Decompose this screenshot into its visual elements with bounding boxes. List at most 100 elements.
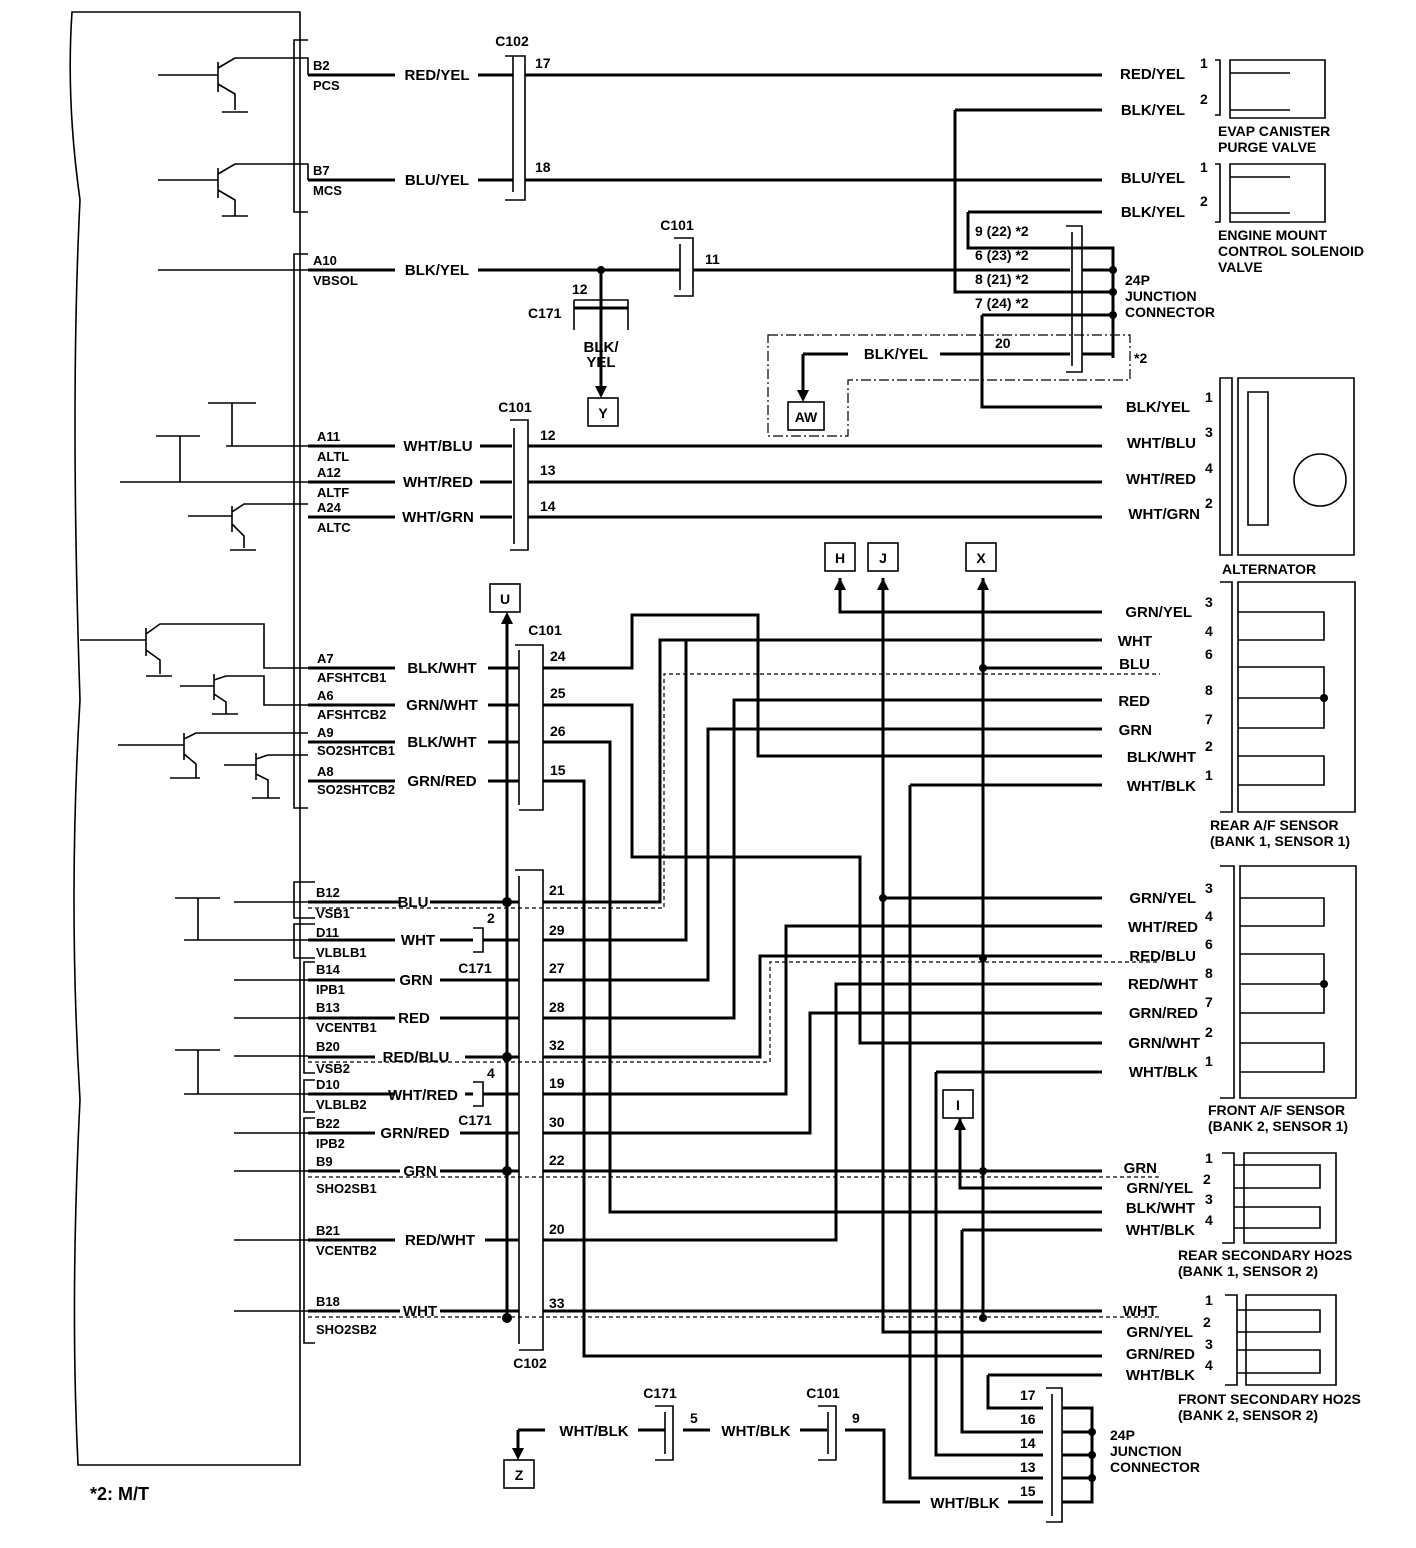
svg-text:1: 1 [1200,55,1208,71]
svg-text:7 (24) *2: 7 (24) *2 [975,295,1029,311]
svg-text:29: 29 [549,922,565,938]
ecm-pin: A6 [317,688,334,703]
svg-text:2: 2 [1200,91,1208,107]
ecm-pin: A9 [317,725,334,740]
svg-text:9 (22) *2: 9 (22) *2 [975,223,1029,239]
svg-text:GRN/YEL: GRN/YEL [1126,1180,1193,1197]
svg-text:REAR SECONDARY HO2S: REAR SECONDARY HO2S [1178,1247,1352,1263]
off-page-h[interactable]: H [835,550,845,566]
svg-text:8: 8 [1205,965,1213,981]
svg-text:3: 3 [1205,1336,1213,1352]
svg-text:20: 20 [995,335,1011,351]
ecm-wire-labels: RED/YEL BLU/YEL BLK/YEL WHT/BLU WHT/RED … [380,67,477,1320]
svg-text:BLK/YEL: BLK/YEL [1121,102,1185,119]
off-page-x[interactable]: X [976,550,986,566]
ecm-outline [69,11,301,1466]
svg-text:BLK/YEL: BLK/YEL [1121,204,1185,221]
off-page-i[interactable]: I [956,1097,960,1113]
svg-text:GRN/WHT: GRN/WHT [1128,1035,1200,1052]
svg-text:GRN/RED: GRN/RED [1129,1005,1198,1022]
engine-mount-control-solenoid-valve: BLU/YEL 1 BLK/YEL 2 ENGINE MOUNT CONTROL… [1121,159,1364,275]
svg-text:WHT/BLK: WHT/BLK [559,1423,628,1440]
svg-text:4: 4 [1205,908,1213,924]
svg-text:FRONT SECONDARY HO2S: FRONT SECONDARY HO2S [1178,1391,1361,1407]
svg-text:GRN: GRN [399,972,432,989]
svg-text:1: 1 [1205,1150,1213,1166]
svg-text:RED: RED [1118,693,1150,710]
svg-text:14: 14 [1020,1435,1036,1451]
ecm-pin: B20 [316,1039,340,1054]
off-page-j[interactable]: J [879,550,887,566]
svg-text:16: 16 [1020,1411,1036,1427]
ecm-pin: A11 [317,429,340,444]
svg-text:C101: C101 [498,399,532,415]
off-page-u[interactable]: U [500,591,510,607]
svg-text:C101: C101 [806,1385,840,1401]
svg-text:GRN/RED: GRN/RED [1126,1346,1195,1363]
ecm-pin-name: IPB1 [316,982,345,997]
svg-text:24: 24 [550,648,566,664]
svg-text:13: 13 [540,462,556,478]
svg-text:21: 21 [549,882,565,898]
svg-text:11: 11 [705,251,720,267]
svg-text:BLU: BLU [1119,656,1150,673]
svg-text:GRN/YEL: GRN/YEL [1125,604,1192,621]
svg-text:BLK/YEL: BLK/YEL [584,339,620,371]
ecm-pin-name: VSB1 [316,906,350,921]
svg-text:8: 8 [1205,682,1213,698]
off-page-z[interactable]: Z [515,1467,524,1483]
ecm-pin-name: ALTC [317,520,351,535]
ecm-pin-name: VLBLB2 [316,1097,367,1112]
ecm-pin: B22 [316,1116,340,1131]
svg-text:3: 3 [1205,594,1213,610]
ecm-pin: A7 [317,651,334,666]
alternator: BLK/YEL 1 WHT/BLU 3 WHT/RED 4 WHT/GRN 2 … [1126,389,1316,577]
svg-text:WHT/GRN: WHT/GRN [402,509,474,526]
svg-text:2: 2 [1203,1314,1211,1330]
svg-text:C171: C171 [458,960,492,976]
mt-only-boundary [767,334,1131,437]
svg-text:25: 25 [550,685,566,701]
svg-text:9: 9 [852,1410,860,1426]
svg-text:GRN/WHT: GRN/WHT [406,697,478,714]
svg-text:BLK/WHT: BLK/WHT [407,660,476,677]
svg-text:BLK/WHT: BLK/WHT [1126,1200,1195,1217]
svg-text:BLK/YEL: BLK/YEL [864,346,928,363]
svg-text:4: 4 [1205,1212,1213,1228]
svg-text:GRN: GRN [1124,1160,1157,1177]
ecm-pin: B7 [313,163,330,178]
ecm-pin: B21 [316,1223,340,1238]
svg-text:PURGE VALVE: PURGE VALVE [1218,139,1316,155]
ecm-pin-name: VSB2 [316,1061,350,1076]
ecm-pin-name: ALTL [317,449,349,464]
svg-text:WHT/BLK: WHT/BLK [1127,778,1196,795]
svg-text:20: 20 [549,1221,565,1237]
wires [308,73,1115,1504]
bracket [293,39,308,213]
svg-text:WHT/BLK: WHT/BLK [721,1423,790,1440]
svg-text:2: 2 [1205,738,1213,754]
svg-text:17: 17 [1020,1387,1036,1403]
svg-text:RED/BLU: RED/BLU [1129,948,1196,965]
svg-text:2: 2 [1205,495,1213,511]
svg-text:WHT: WHT [1118,633,1152,650]
svg-text:7: 7 [1205,994,1213,1010]
svg-text:GRN/RED: GRN/RED [407,773,476,790]
components [1215,59,1357,1386]
off-page-aw[interactable]: AW [795,409,818,425]
off-page-y[interactable]: Y [598,405,608,421]
shield-lines [308,673,1160,1318]
svg-text:ALTERNATOR: ALTERNATOR [1222,561,1316,577]
svg-text:RED/WHT: RED/WHT [405,1232,475,1249]
svg-text:RED/YEL: RED/YEL [404,67,469,84]
svg-text:GRN: GRN [403,1163,436,1180]
svg-text:14: 14 [540,498,556,514]
svg-text:32: 32 [549,1037,565,1053]
ecm-pin: B9 [316,1154,333,1169]
svg-text:JUNCTION: JUNCTION [1110,1443,1182,1459]
svg-text:WHT/RED: WHT/RED [1126,471,1196,488]
ecm-pin-name: SHO2SB2 [316,1322,377,1337]
